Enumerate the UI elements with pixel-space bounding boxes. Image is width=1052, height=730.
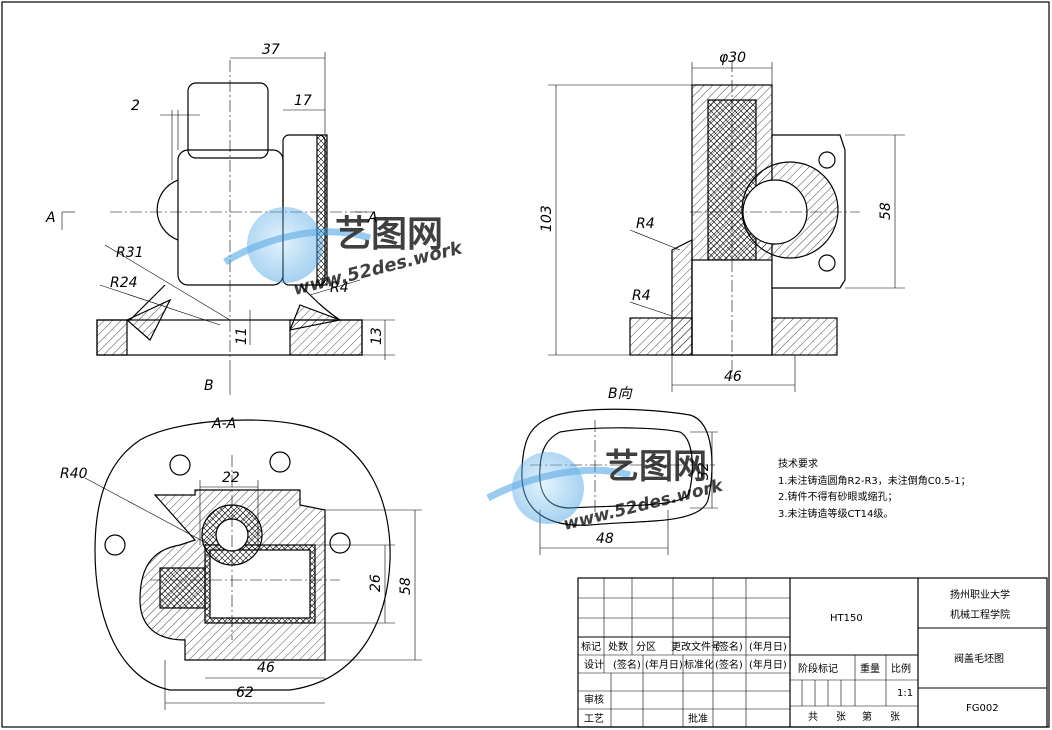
front-view-dimensions xyxy=(61,52,395,395)
watermark-globe-icon xyxy=(247,207,323,283)
b-view-title: B向 xyxy=(608,386,634,402)
section-marker-left: A xyxy=(45,210,56,226)
side-view xyxy=(629,60,860,380)
front-radius-r4: R4 xyxy=(330,280,349,296)
tb-sign-std: (签名) xyxy=(715,658,743,671)
tb-school-line1: 扬州职业大学 xyxy=(950,588,1010,601)
side-view-dimensions xyxy=(548,62,905,392)
section-view-aa xyxy=(94,419,391,691)
section-dim-62: 62 xyxy=(236,685,254,701)
tb-label-sheet-of: 张 xyxy=(890,711,900,723)
side-dim-dia30: φ30 xyxy=(719,50,746,66)
title-block-grid xyxy=(577,577,1048,728)
watermark-brand: 艺图网 xyxy=(335,214,443,255)
section-dim-46: 46 xyxy=(257,660,275,676)
section-view-dimensions xyxy=(84,477,422,710)
tb-date-std: (年月日) xyxy=(749,658,787,671)
tb-label-process: 工艺 xyxy=(584,713,604,725)
tb-school-line2: 机械工程学院 xyxy=(950,608,1010,621)
tb-part-name: 阀盖毛坯图 xyxy=(954,652,1004,665)
front-radius-r24: R24 xyxy=(110,275,138,291)
tb-label-stage: 阶段标记 xyxy=(798,662,838,675)
front-dim-13b: 13 xyxy=(369,327,385,345)
tb-label-total: 共 xyxy=(808,711,818,723)
tb-header-date: (年月日) xyxy=(749,640,787,653)
section-dim-26: 26 xyxy=(368,574,384,592)
b-view-dim-32: 32 xyxy=(696,462,712,480)
front-radius-r31: R31 xyxy=(116,245,144,261)
tb-label-review: 审核 xyxy=(584,693,604,706)
front-dim-37: 37 xyxy=(262,42,280,58)
section-radius-r40: R40 xyxy=(60,466,88,482)
tb-header-change-doc: 更改文件号 xyxy=(671,640,721,653)
side-radius-r4-bottom: R4 xyxy=(632,288,651,304)
section-dim-22: 22 xyxy=(222,470,240,486)
watermark-1: 艺图网 www.52des.work xyxy=(223,207,465,300)
requirement-item-2: 2.铸件不得有砂眼或缩孔； xyxy=(778,490,898,503)
tb-label-weight: 重量 xyxy=(860,662,880,675)
tb-header-zone: 分区 xyxy=(636,641,656,653)
tb-label-sheets: 张 xyxy=(836,711,846,723)
tb-header-sign: (签名) xyxy=(715,640,743,653)
requirement-item-1: 1.未注铸造圆角R2-R3，未注倒角C0.5-1； xyxy=(778,474,971,487)
tb-label-design: 设计 xyxy=(584,658,604,671)
front-dim-17: 17 xyxy=(294,93,312,109)
section-dim-58: 58 xyxy=(398,577,414,595)
tb-drawing-number: FG002 xyxy=(966,703,999,714)
tb-label-approve: 批准 xyxy=(688,712,708,725)
tb-label-std: 标准化 xyxy=(684,658,714,671)
b-view-dim-48: 48 xyxy=(596,531,614,547)
tb-material: HT150 xyxy=(830,613,863,624)
requirement-item-3: 3.未注铸造等级CT14级。 xyxy=(778,507,893,520)
tb-sign-design: (签名) xyxy=(613,658,641,671)
tb-label-ratio: 比例 xyxy=(891,662,911,675)
view-marker-b: B xyxy=(204,378,214,394)
side-radius-r4-top: R4 xyxy=(636,216,655,232)
watermark-2: 艺图网 www.52des.work xyxy=(486,447,726,535)
tb-header-count: 处数 xyxy=(608,640,628,653)
side-dim-103: 103 xyxy=(539,205,555,232)
tb-label-sheet-no: 第 xyxy=(862,710,872,723)
side-dim-58: 58 xyxy=(878,202,894,220)
watermark-brand-2: 艺图网 xyxy=(605,447,707,487)
b-view-dimensions xyxy=(539,431,718,555)
tb-scale: 1:1 xyxy=(897,688,913,699)
section-title-aa: A-A xyxy=(211,416,236,432)
tb-header-mark: 标记 xyxy=(581,641,601,653)
requirements-title: 技术要求 xyxy=(778,457,818,470)
section-marker-right: A xyxy=(367,210,378,226)
tb-date-design: (年月日) xyxy=(645,658,683,671)
side-dim-46: 46 xyxy=(724,369,742,385)
front-dim-2: 2 xyxy=(131,98,140,114)
front-dim-11: 11 xyxy=(234,327,250,345)
